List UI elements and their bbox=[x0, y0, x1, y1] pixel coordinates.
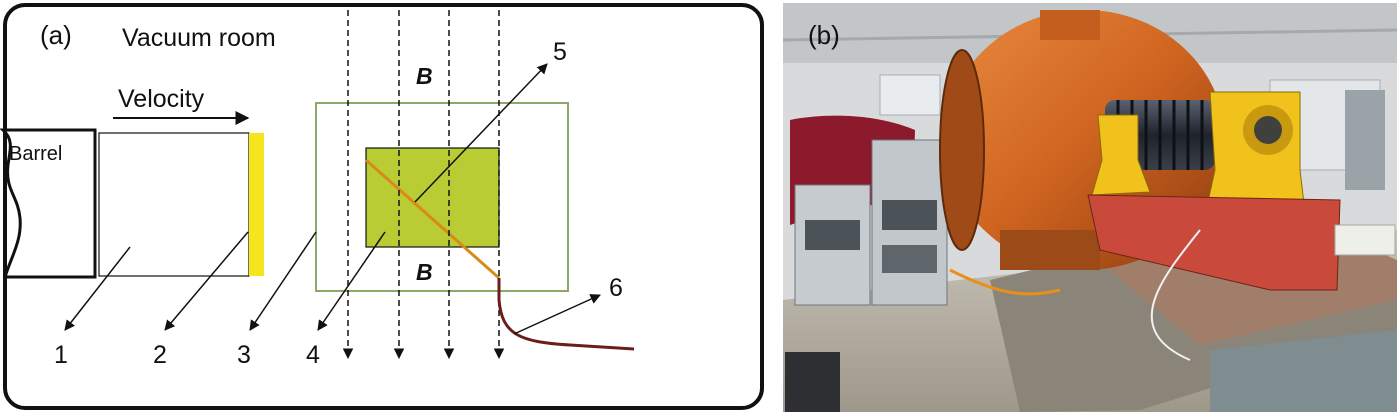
field-label-bottom: B bbox=[416, 259, 433, 285]
red-base bbox=[1087, 194, 1341, 291]
chamber-flange bbox=[939, 49, 985, 251]
callout-arrows bbox=[64, 63, 601, 335]
callout-3: 3 bbox=[237, 341, 251, 369]
target-sample bbox=[365, 147, 500, 248]
orange-cables bbox=[949, 268, 1061, 296]
projectile-plate bbox=[249, 133, 264, 276]
door bbox=[1345, 90, 1385, 190]
panel-a: (a) Vacuum room Barrel Velocity B B bbox=[0, 3, 764, 410]
foreground-case bbox=[785, 352, 840, 412]
foreground-table bbox=[1210, 330, 1397, 412]
callout-arrow-6 bbox=[513, 294, 601, 335]
rack-screen-1 bbox=[805, 220, 860, 250]
vacuum-room-label: Vacuum room bbox=[122, 24, 276, 52]
barrel bbox=[0, 128, 97, 279]
callout-1: 1 bbox=[54, 341, 68, 369]
yoke-left bbox=[1091, 114, 1151, 196]
side-table bbox=[1334, 224, 1396, 256]
rack-screen-2 bbox=[882, 200, 937, 230]
callout-2: 2 bbox=[153, 341, 167, 369]
callout-6: 6 bbox=[609, 274, 623, 302]
output-cable bbox=[497, 278, 635, 351]
yoke-bore bbox=[1254, 116, 1282, 144]
field-label-top: B bbox=[416, 63, 433, 89]
panel-b-tag: (b) bbox=[808, 20, 840, 50]
callout-arrow-4 bbox=[317, 231, 386, 331]
projectile-body bbox=[98, 132, 250, 277]
chamber-stand bbox=[1000, 230, 1100, 270]
panel-a-tag: (a) bbox=[40, 20, 72, 50]
chamber-top-box bbox=[1040, 10, 1100, 40]
callout-arrow-5 bbox=[414, 63, 548, 203]
callout-4: 4 bbox=[306, 341, 320, 369]
sensor-wire bbox=[365, 158, 500, 280]
white-cable bbox=[1150, 229, 1201, 361]
callout-arrow-1 bbox=[64, 246, 131, 331]
velocity-label: Velocity bbox=[118, 85, 205, 113]
window-left bbox=[879, 74, 941, 116]
callout-5: 5 bbox=[553, 38, 567, 66]
callout-arrow-2 bbox=[164, 231, 249, 331]
callout-arrow-3 bbox=[249, 231, 317, 331]
rack-screen-3 bbox=[882, 245, 937, 273]
target-frame bbox=[315, 102, 569, 292]
barrel-label: Barrel bbox=[9, 143, 62, 165]
panel-b-photo: (b) bbox=[783, 3, 1397, 412]
